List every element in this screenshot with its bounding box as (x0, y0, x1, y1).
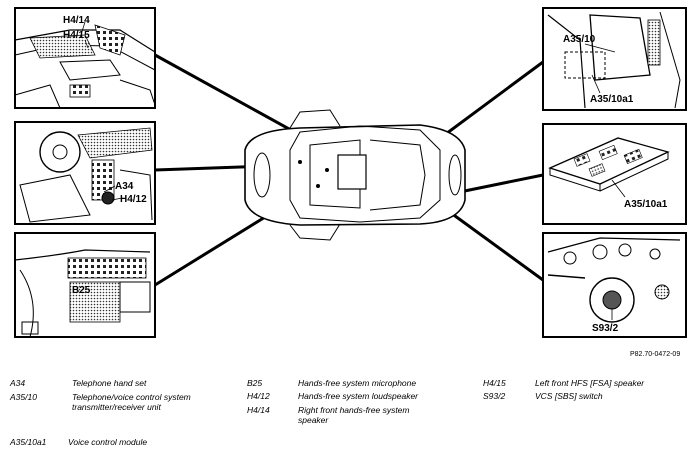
callout-h412: H4/12 (120, 194, 147, 205)
callout-h414: H4/14 (63, 15, 90, 26)
callout-h415: H4/15 (63, 30, 90, 41)
legend-code-s932: S93/2 (483, 391, 506, 401)
panel-dashboard-speakers: H4/14 H4/15 (14, 7, 156, 109)
legend-code-a34: A34 (10, 378, 26, 388)
legend-desc-h414: Right front hands-free system speaker (298, 405, 410, 425)
legend-code-h414: H4/14 (247, 405, 270, 415)
callout-a3510: A35/10 (563, 34, 596, 45)
car-outline (244, 109, 466, 241)
legend-desc-h412: Hands-free system loudspeaker (298, 391, 419, 401)
legend-desc-h415: Left front HFS [FSA] speaker (535, 378, 645, 388)
legend-code-a3510a1: A35/10a1 (10, 437, 47, 447)
panel-voice-control-module: A35/10a1 (542, 123, 687, 225)
panel-cockpit-handset: A34 H4/12 (14, 121, 156, 225)
legend-code-b25: B25 (247, 378, 263, 388)
figure-reference-code: P82.70-0472-09 (630, 351, 681, 358)
legend-code-h412: H4/12 (247, 391, 270, 401)
callout-a3510a1-mid: A35/10a1 (624, 199, 668, 210)
panel-trunk-transceiver: A35/10 A35/10a1 (542, 7, 687, 111)
callout-s932: S93/2 (592, 323, 619, 334)
callout-a34: A34 (115, 181, 134, 192)
legend-desc-a3510a1: Voice control module (68, 437, 148, 447)
callout-b25: B25 (72, 285, 91, 296)
legend-desc-s932: VCS [SBS] switch (535, 391, 603, 401)
legend-desc-a3510: Telephone/voice control system transmitt… (72, 392, 191, 412)
legend-code-a3510: A35/10 (10, 392, 37, 402)
panel-steering-switch: S93/2 (542, 232, 687, 338)
legend-desc-a34: Telephone hand set (72, 378, 147, 388)
component-location-diagram: H4/14 H4/15 A34 H4/12 B25 (14, 7, 687, 338)
panel-overhead-microphone: B25 (14, 232, 156, 338)
callout-a3510a1-top: A35/10a1 (590, 94, 634, 105)
legend-desc-b25: Hands-free system microphone (298, 378, 417, 388)
legend-code-h415: H4/15 (483, 378, 506, 388)
